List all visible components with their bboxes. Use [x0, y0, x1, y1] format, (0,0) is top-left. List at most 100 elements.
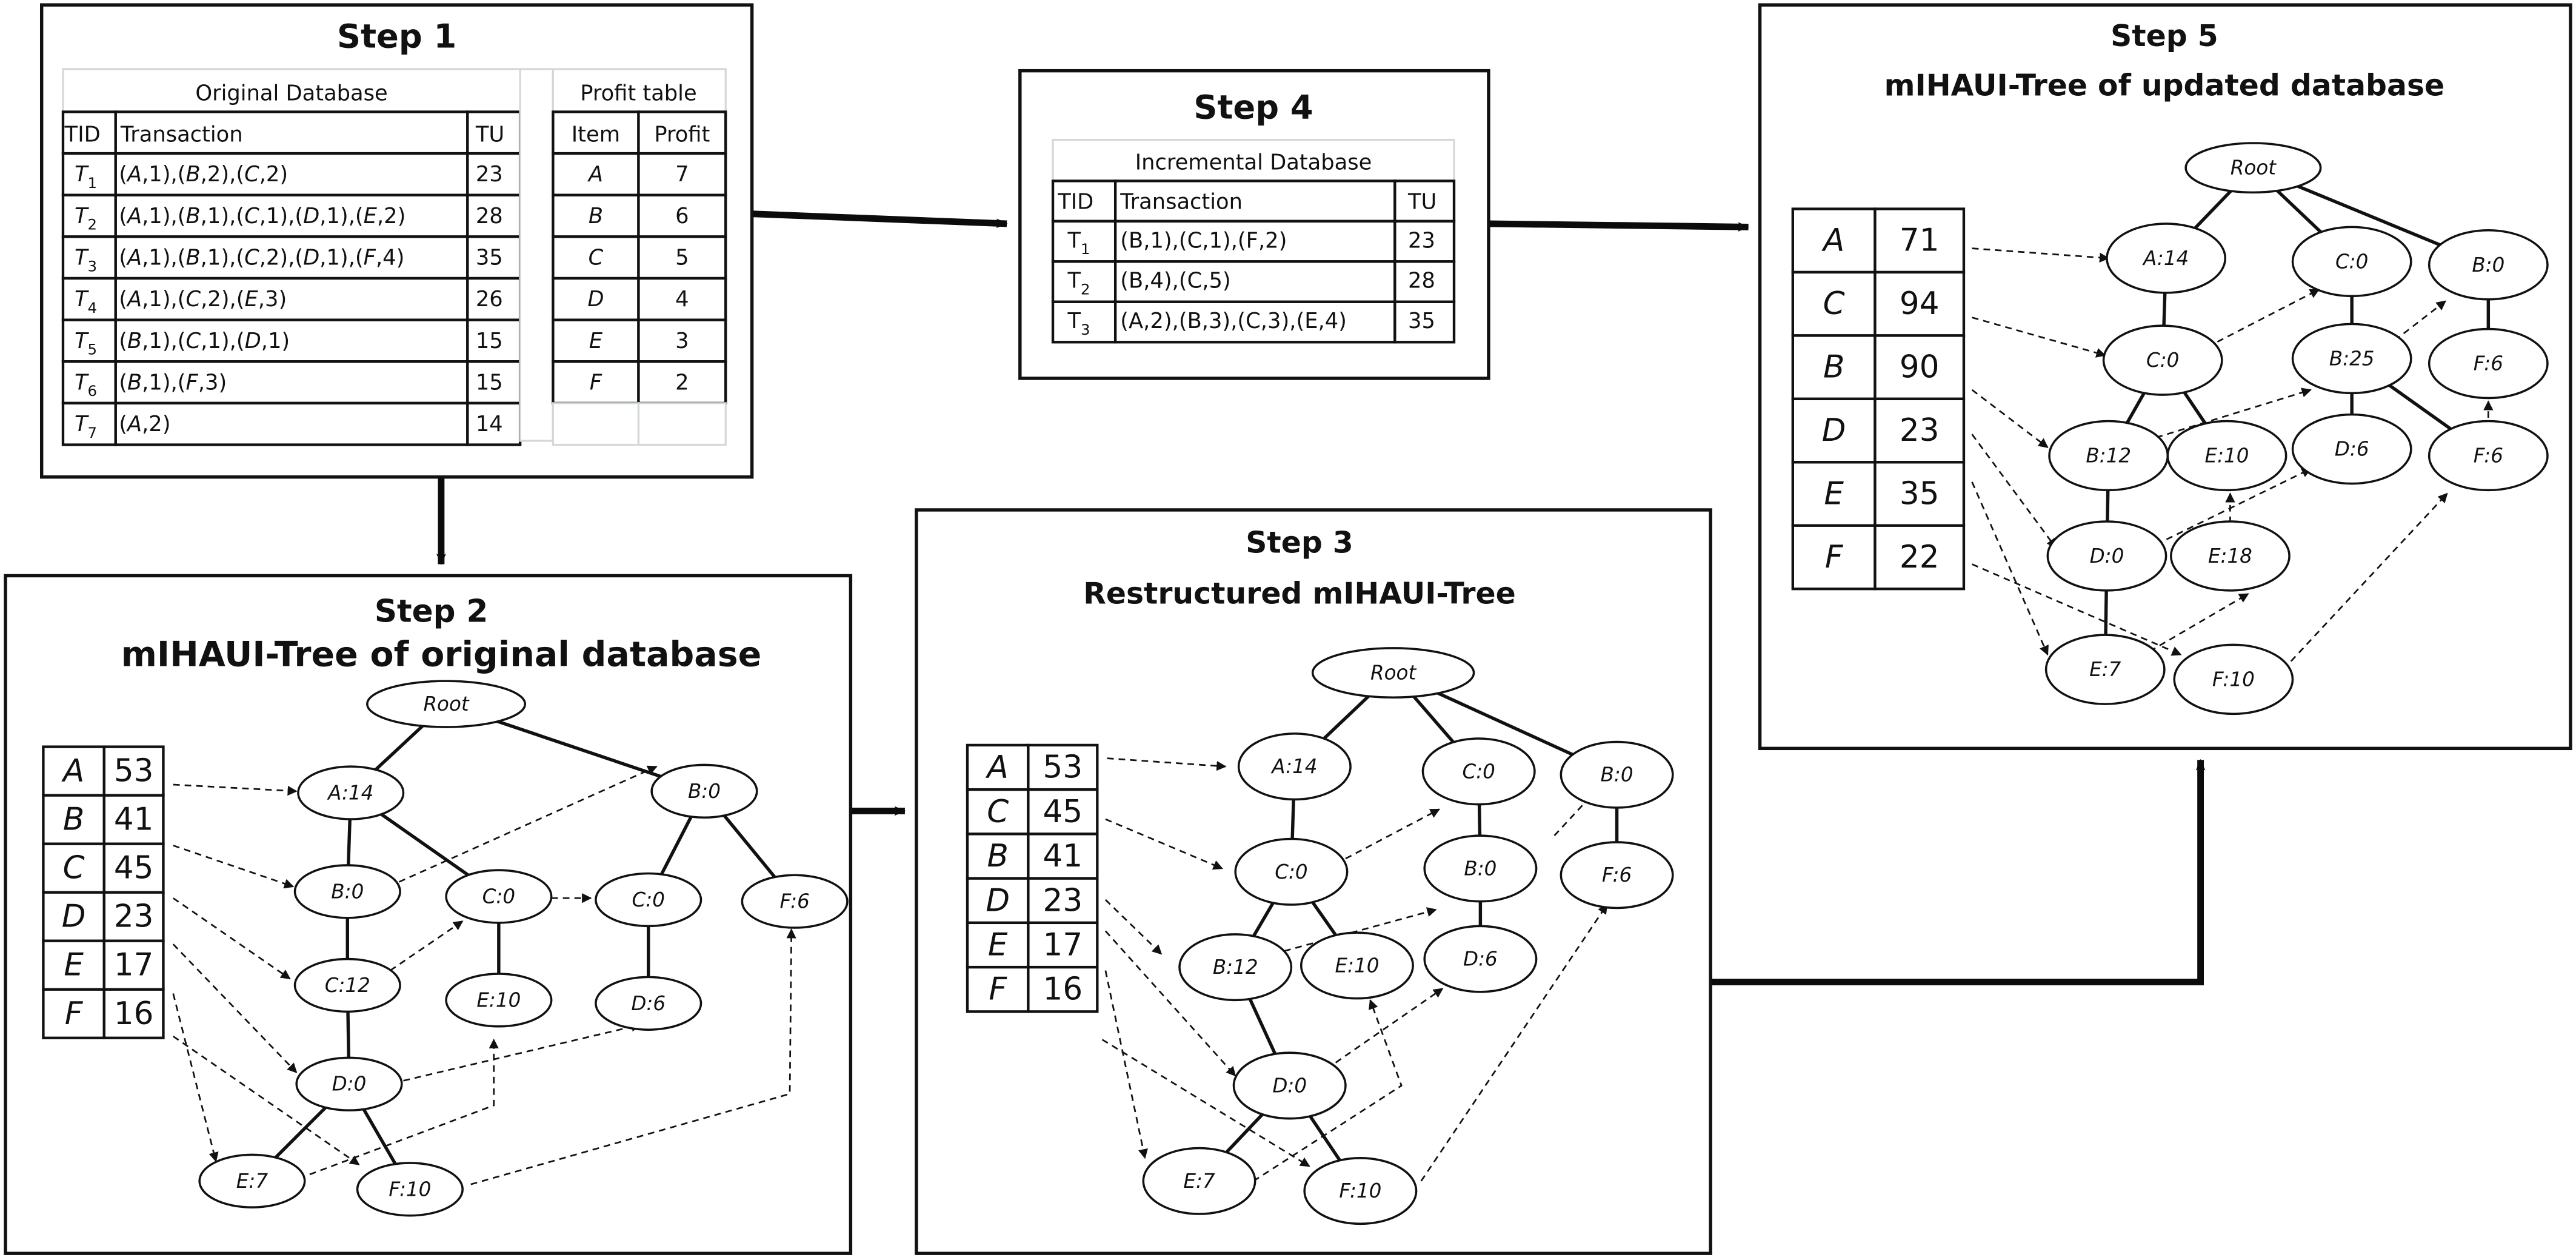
node-label: C:0 — [2146, 349, 2179, 372]
node-link-arrow — [388, 765, 658, 888]
node-label: B:0 — [1601, 763, 1633, 786]
header-item: C — [63, 850, 85, 886]
tid-cell: T2 — [75, 204, 97, 233]
node-link-arrow — [2149, 593, 2249, 652]
step2-title: Step 2 — [375, 593, 488, 629]
node-label: F:6 — [2474, 352, 2503, 375]
header-item: A — [1821, 223, 1844, 259]
header-item: F — [65, 996, 84, 1032]
tree-node: B:12 — [2048, 420, 2169, 492]
tree-node: A:14 — [1237, 732, 1352, 801]
tree-node: D:0 — [1232, 1051, 1347, 1120]
node-label: B:12 — [1213, 956, 1258, 979]
tu-cell: 23 — [476, 162, 503, 187]
item-cell: A — [587, 162, 603, 187]
node-link-arrow — [403, 1022, 641, 1082]
header-item: A — [61, 753, 84, 789]
profit-cell: 3 — [675, 329, 689, 354]
header-table-row: E 17 — [42, 939, 165, 991]
node-label: F:6 — [1602, 863, 1632, 886]
transaction-cell: (B,1),(C,1),(D,1) — [119, 329, 290, 354]
step3-title: Step 3 — [1246, 525, 1353, 560]
flow-arrows — [436, 210, 2206, 985]
node-label: E:7 — [2089, 658, 2121, 681]
tree-node: B:0 — [2428, 229, 2549, 301]
node-label: B:12 — [2086, 444, 2131, 467]
step4-title: Step 4 — [1193, 88, 1313, 126]
header-item: F — [989, 971, 1007, 1008]
node-label: F:10 — [1339, 1179, 1381, 1202]
profit-cell: 2 — [675, 370, 689, 395]
tree-node: Root — [366, 680, 527, 728]
node-label: D:6 — [1463, 948, 1498, 971]
header-value: 71 — [1900, 223, 1940, 259]
node-link-arrow — [1253, 999, 1403, 1182]
header-value: 23 — [114, 899, 154, 935]
column-header-item: Item — [572, 122, 620, 147]
tree-node: E:7 — [2044, 634, 2166, 705]
transaction-cell: (A,1),(B,1),(C,1),(D,1),(E,2) — [119, 204, 405, 229]
table-row: T6(B,1),(F,3)15 — [61, 360, 522, 405]
column-header-profit: Profit — [654, 122, 710, 147]
node-label: F:6 — [780, 890, 810, 913]
transaction-cell: (A,1),(B,1),(C,2),(D,1),(F,4) — [119, 245, 404, 270]
tree-node: B:0 — [1560, 740, 1674, 809]
table-row: T2(B,4),(C,5)28 — [1051, 260, 1456, 303]
node-label: F:10 — [389, 1178, 431, 1201]
tree-node: D:0 — [2046, 520, 2167, 592]
header-value: 17 — [114, 947, 154, 984]
tid-cell: T6 — [75, 370, 97, 400]
header-item: E — [988, 927, 1008, 963]
node-label: C:0 — [632, 888, 665, 911]
step2-panel: Step 2 mIHAUI-Tree of original database … — [4, 574, 853, 1255]
node-label: Root — [1370, 662, 1416, 685]
tid-cell: T7 — [75, 412, 97, 441]
table-row: T5(B,1),(C,1),(D,1)15 — [61, 318, 522, 363]
node-label: Root — [423, 692, 469, 715]
node-link-arrow — [1972, 317, 2106, 358]
tu-cell: 35 — [1408, 309, 1435, 333]
transaction-cell: (B,1),(F,3) — [119, 370, 227, 395]
node-link-arrow — [1105, 818, 1223, 870]
profit-cell: 4 — [675, 287, 689, 312]
tree-node: E:7 — [1142, 1147, 1256, 1215]
node-link-arrow — [172, 897, 291, 980]
transaction-cell: (A,2) — [119, 412, 170, 437]
tree-node: C:0 — [595, 872, 702, 928]
profit-cell: 6 — [675, 204, 689, 229]
tree-node: C:0 — [2291, 226, 2412, 298]
column-header-tid: TID — [1057, 190, 1093, 215]
tree-node: F:6 — [1560, 841, 1674, 910]
node-label: B:0 — [1464, 857, 1497, 880]
tree-node: E:10 — [2166, 420, 2287, 492]
node-label: C:0 — [482, 885, 515, 908]
node-link-arrow — [2155, 387, 2312, 438]
node-label: D:6 — [2335, 438, 2369, 461]
tree-node: E:10 — [1300, 931, 1414, 1000]
header-item: E — [64, 947, 84, 984]
tree-node: C:0 — [1234, 837, 1349, 906]
item-cell: B — [589, 204, 603, 229]
header-value: 53 — [114, 753, 154, 789]
node-link-arrow — [1420, 903, 1608, 1182]
profit-cell: 5 — [675, 245, 689, 270]
column-header-transaction: Transaction — [120, 122, 243, 147]
step5-subtitle: mIHAUI-Tree of updated database — [1884, 68, 2444, 102]
step2-subtitle: mIHAUI-Tree of original database — [121, 635, 762, 675]
tu-cell: 28 — [476, 204, 503, 229]
node-label: D:6 — [631, 992, 666, 1015]
tu-cell: 26 — [476, 287, 503, 312]
header-item: A — [986, 749, 1009, 786]
node-label: E:18 — [2208, 545, 2252, 568]
